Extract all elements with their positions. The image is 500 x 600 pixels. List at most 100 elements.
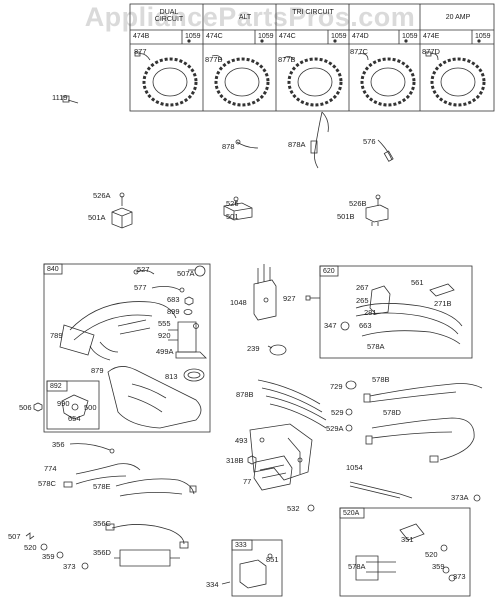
lead-356-icon [69,443,115,454]
regulator-501-icon [223,196,253,221]
label-334: 334 [206,580,219,589]
lead-576-icon [377,139,394,162]
label-561: 561 [411,278,424,287]
stator-877B-icon [211,55,270,107]
label-527: 527 [137,265,150,274]
label-878: 878 [222,142,235,151]
label-578D: 578D [383,408,401,417]
lead-577-icon [151,286,185,293]
label-356C: 356C [93,519,111,528]
stator-877C-icon [357,53,416,107]
panel-5-kit: 474E [423,33,440,40]
label-729: 729 [330,382,343,391]
label-578A-box: 578A [348,562,366,571]
screw-334-icon [221,581,231,585]
rectifier-77-icon [253,455,293,491]
panel-3-part: 877B [278,55,296,64]
stator-877-icon [134,51,198,107]
label-526B: 526B [349,199,367,208]
label-499A: 499A [156,347,174,356]
label-77: 77 [243,477,252,486]
panel-3-heading: TRI CIRCUIT [292,9,334,16]
regulator-501B-icon [365,194,389,226]
label-507A: 507A [177,269,195,278]
panel-1-kit: 474B [133,33,150,40]
panel-3-extra: 1059 [331,33,347,40]
group-box-620 [319,265,473,359]
part-520-icon [40,543,48,551]
label-532: 532 [287,504,300,513]
lead-578C-icon [63,463,141,488]
part-529-icon [345,408,353,416]
part-373A-icon [473,494,481,502]
label-373: 373 [63,562,76,571]
label-359-box: 359 [432,562,445,571]
panel-1-extra: 1059 [185,33,201,40]
label-1054: 1054 [346,463,363,472]
label-281: 281 [364,308,377,317]
label-356: 356 [52,440,65,449]
label-990: 990 [57,399,70,408]
connector-507A-icon [188,265,206,277]
stator-877B-tri-icon [283,56,343,107]
box-333-label: 333 [235,542,247,549]
label-813: 813 [165,372,178,381]
cable-527-icon [133,269,155,275]
screw-1059-icons [187,39,481,43]
label-654: 654 [68,414,81,423]
switch-239-icon [267,344,287,356]
panel-4-extra: 1059 [402,33,418,40]
wiring-harness-789-icon [59,301,177,361]
panel-2-extra: 1059 [258,33,274,40]
panel-5-heading: 20 AMP [445,14,471,21]
label-359: 359 [42,552,55,561]
panel-5-extra: 1059 [475,33,491,40]
label-899: 899 [167,307,180,316]
group-box-840 [43,263,211,433]
lead-356D-icon [114,549,180,567]
label-1048: 1048 [230,298,247,307]
label-851: 851 [266,555,279,564]
spring-507-icon [25,532,35,540]
part-729-icon [345,380,357,390]
label-529A: 529A [326,424,344,433]
label-501B: 501B [337,212,355,221]
box-892-label: 892 [50,383,62,390]
tie-1054-icon [349,481,413,499]
label-351: 351 [401,535,414,544]
nut-506-icon [33,402,43,412]
stator-panels-frame [129,3,495,112]
label-493: 493 [235,436,248,445]
label-577: 577 [134,283,147,292]
lead-878-icon [235,139,259,149]
label-526A: 526A [93,191,111,200]
label-520-box: 520 [425,550,438,559]
bracket-493-icon [249,423,313,481]
label-578C: 578C [38,479,56,488]
lead-878A-icon [310,111,329,169]
label-578B: 578B [372,375,390,384]
label-878A: 878A [288,140,306,149]
label-500: 500 [84,403,97,412]
label-501A: 501A [88,213,106,222]
label-578E: 578E [93,482,111,491]
label-683: 683 [167,295,180,304]
label-520: 520 [24,543,37,552]
harness-878B-icon [257,379,327,429]
label-879: 879 [91,366,104,375]
plate-879-icon [107,366,202,429]
label-526: 526 [226,199,239,208]
box-620-label: 620 [323,268,335,275]
lead-578B-icon [363,383,483,403]
panel-5-part: 877D [422,47,440,56]
regulator-501A-icon [111,192,133,229]
part-359-icon [56,551,64,559]
panel-3-kit: 474C [279,33,296,40]
label-506: 506 [19,403,32,412]
group-box-892 [46,380,100,430]
panel-1-heading: DUAL CIRCUIT [154,9,184,24]
panel-2-heading: ALT [238,14,252,21]
label-1119: 1119 [52,93,68,102]
